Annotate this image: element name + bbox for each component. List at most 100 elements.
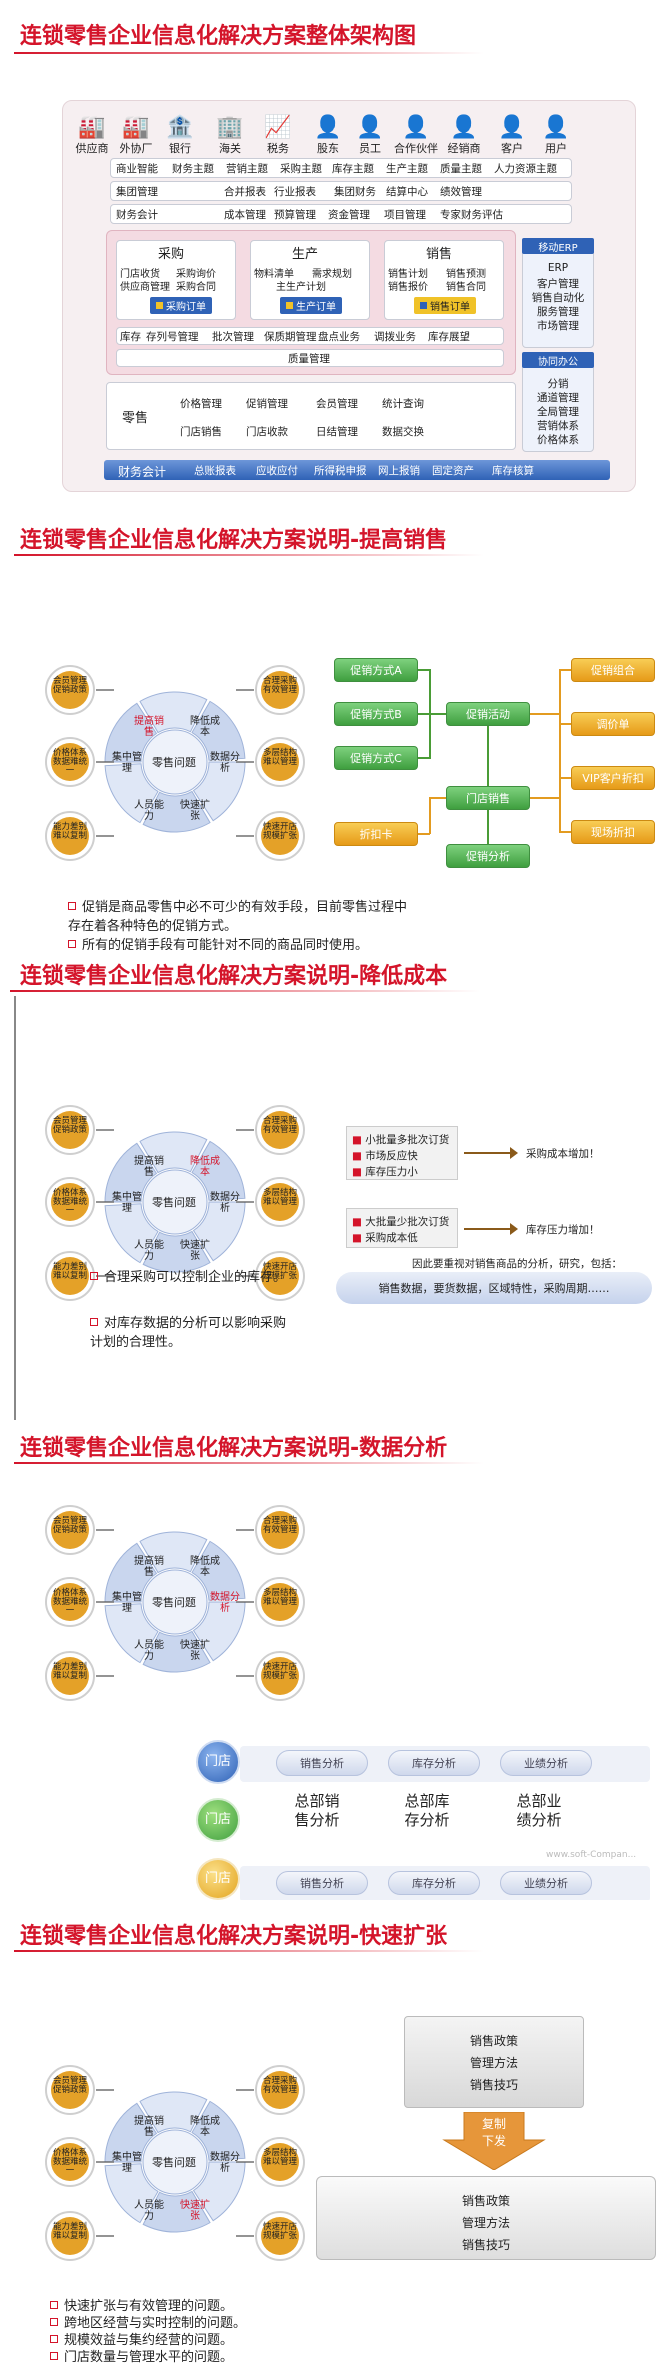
vip-discount[interactable]: VIP客户折扣 bbox=[571, 766, 655, 790]
person-6: 👤员工 bbox=[342, 110, 398, 156]
person-icon: 👤 bbox=[450, 115, 478, 140]
wheel-segment bbox=[104, 2163, 159, 2224]
wheel-segment bbox=[104, 1142, 158, 1203]
procure-item: 采购询价 bbox=[176, 269, 216, 280]
inventory-item: 库存展望 bbox=[428, 331, 470, 343]
person-10: 👤用户 bbox=[528, 110, 584, 156]
wheel-segment-label: 集中管理 bbox=[112, 2152, 142, 2174]
bi-item: 生产主题 bbox=[386, 163, 428, 175]
bottom-item: 库存核算 bbox=[492, 465, 534, 477]
sales-title: 销售 bbox=[426, 247, 453, 262]
finance-item: 专家财务评估 bbox=[440, 209, 503, 221]
outer-circle-fill bbox=[261, 2143, 299, 2181]
inventory-item: 调拨业务 bbox=[374, 331, 416, 343]
store-performance-analysis[interactable]: 业绩分析 bbox=[500, 1871, 592, 1895]
retail-item: 门店收款 bbox=[246, 426, 288, 438]
bullet-item: 门店数量与管理水平的问题。 bbox=[50, 2349, 350, 2366]
sales-order-button[interactable]: 销售订单 bbox=[414, 297, 476, 314]
case-item: ■ 采购成本低 bbox=[352, 1232, 418, 1244]
outer-circle-fill bbox=[261, 2217, 299, 2255]
policy-list-2: 销售政策管理方法销售技巧 bbox=[461, 2194, 510, 2252]
person-icon: 📈 bbox=[264, 115, 292, 140]
wheel-segment bbox=[191, 1540, 246, 1601]
case-box-1 bbox=[346, 1126, 458, 1180]
title-underline bbox=[10, 990, 480, 992]
price-adjust[interactable]: 调价单 bbox=[571, 712, 655, 736]
store-inventory-analysis[interactable]: 库存分析 bbox=[388, 1750, 480, 1776]
store-inventory-analysis[interactable]: 库存分析 bbox=[388, 1871, 480, 1895]
mobile-item: 客户管理 bbox=[537, 278, 579, 290]
promo-method-b[interactable]: 促销方式B bbox=[334, 702, 418, 726]
inventory-item: 保质期管理 bbox=[264, 331, 317, 343]
wheel-segment bbox=[191, 2100, 246, 2161]
section-fast-expansion: 连锁零售企业信息化解决方案说明-快速扩张 零售问题提高销售降低成本数据分析快速扩… bbox=[0, 1900, 672, 2369]
section-title: 连锁零售企业信息化解决方案整体架构图 bbox=[20, 24, 417, 49]
outer-circle-fill bbox=[51, 1257, 89, 1295]
store-performance-analysis[interactable]: 业绩分析 bbox=[500, 1750, 592, 1776]
problem-wheel: 零售问题提高销售降低成本数据分析快速扩张人员能力集中管理会员管理促销政策合理采购… bbox=[40, 650, 310, 894]
copy-down-arrow bbox=[440, 2111, 548, 2171]
group-item: 集团管理 bbox=[116, 186, 158, 198]
person-icon: 👤 bbox=[542, 115, 570, 140]
outer-circle-fill bbox=[51, 1657, 89, 1695]
wheel-segment bbox=[104, 1542, 158, 1603]
person-label: 合作伙伴 bbox=[394, 142, 438, 155]
quality-row bbox=[116, 349, 504, 367]
person-icon: 🏦 bbox=[166, 115, 194, 140]
finance-row bbox=[110, 204, 572, 224]
outer-label: 多层结构难以管理 bbox=[263, 1588, 298, 1607]
onsite-discount[interactable]: 现场折扣 bbox=[571, 820, 655, 844]
outer-label: 价格体系数据难统一 bbox=[53, 2148, 88, 2176]
promo-analysis[interactable]: 促销分析 bbox=[446, 844, 530, 868]
wheel-center bbox=[142, 1569, 208, 1635]
outer-circle-fill bbox=[261, 1657, 299, 1695]
retail-title: 零售 bbox=[122, 411, 149, 426]
person-1: 🏭外协厂 bbox=[108, 110, 164, 156]
store-sales-analysis[interactable]: 销售分析 bbox=[276, 1871, 368, 1895]
outer-label: 合理采购有效管理 bbox=[263, 1516, 298, 1535]
bottom-item: 所得税申报 bbox=[314, 465, 367, 477]
wheel-segment bbox=[142, 1230, 211, 1273]
wheel-segment-label: 降低成本 bbox=[190, 716, 220, 738]
bi-item: 商业智能 bbox=[116, 163, 158, 175]
discount-card[interactable]: 折扣卡 bbox=[334, 822, 418, 846]
person-label: 经销商 bbox=[447, 142, 481, 155]
finance-item: 成本管理 bbox=[224, 209, 266, 221]
person-9: 👤客户 bbox=[484, 110, 540, 156]
produce-order-button[interactable]: 生产订单 bbox=[280, 297, 342, 314]
promo-combo[interactable]: 促销组合 bbox=[571, 658, 655, 682]
store-icon-orange: 门店 bbox=[196, 1858, 240, 1900]
person-label: 外协厂 bbox=[119, 142, 153, 155]
store-sales-analysis[interactable]: 销售分析 bbox=[276, 1750, 368, 1776]
wheel-segment bbox=[139, 2091, 208, 2134]
problem-wheel: 零售问题提高销售降低成本数据分析快速扩张人员能力集中管理会员管理促销政策合理采购… bbox=[40, 2050, 310, 2294]
wheel-segment-label: 人员能力 bbox=[134, 2200, 164, 2222]
case-item: ■ 大批量少批次订货 bbox=[352, 1216, 450, 1228]
promo-method-c[interactable]: 促销方式C bbox=[334, 746, 418, 770]
promo-activity[interactable]: 促销活动 bbox=[446, 702, 530, 726]
promo-method-a[interactable]: 促销方式A bbox=[334, 658, 418, 682]
bi-row bbox=[110, 158, 572, 178]
inventory-item: 库存 bbox=[120, 331, 141, 343]
inventory-item: 盘点业务 bbox=[318, 331, 360, 343]
wheel-segment bbox=[191, 1140, 246, 1201]
wheel-segment-label: 人员能力 bbox=[134, 1240, 164, 1262]
wheel-segment-label: 快速扩张 bbox=[180, 800, 210, 822]
person-label: 供应商 bbox=[75, 142, 109, 155]
outer-circle-fill bbox=[51, 1511, 89, 1549]
section-title: 连锁零售企业信息化解决方案说明-数据分析 bbox=[20, 1436, 448, 1461]
outer-label: 快速开店规模扩张 bbox=[263, 2222, 298, 2241]
outer-label: 价格体系数据难统一 bbox=[53, 748, 88, 776]
wheel-graphic bbox=[45, 1105, 305, 1301]
wheel-segment-label: 集中管理 bbox=[112, 1592, 142, 1614]
bullet-item: 所有的促销手段有可能针对不同的商品同时使用。 bbox=[68, 936, 418, 950]
wheel-segment bbox=[142, 2190, 211, 2233]
problem-wheel: 零售问题提高销售降低成本数据分析快速扩张人员能力集中管理会员管理促销政策合理采购… bbox=[40, 1490, 310, 1734]
mobile-item: 市场管理 bbox=[537, 320, 579, 332]
store-sales[interactable]: 门店销售 bbox=[446, 786, 530, 810]
analysis-bar: 销售数据，要货数据，区域特性，采购周期…… bbox=[336, 1272, 652, 1304]
outer-label: 会员管理促销政策 bbox=[53, 1116, 88, 1135]
wheel-center bbox=[142, 2129, 208, 2195]
procure-order-button[interactable]: 采购订单 bbox=[150, 297, 212, 314]
wheel-graphic bbox=[45, 1505, 305, 1701]
